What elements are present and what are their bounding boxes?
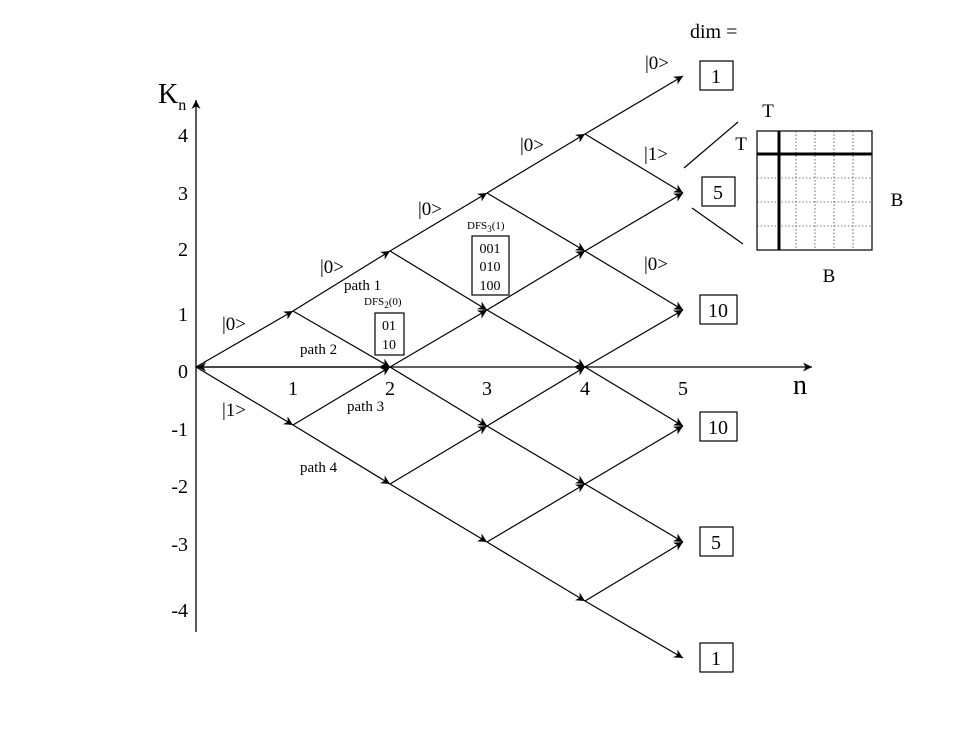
dfs2-box: DFS2(0) 01 10 [364,296,405,356]
y-tick: 3 [178,183,188,205]
edge [389,250,488,311]
dim-label: dim = [690,21,737,43]
edge [486,192,586,252]
svg-text:10: 10 [708,300,728,322]
edge [486,483,586,543]
edge [584,250,684,311]
edge [584,75,684,135]
dim-box: 10 [699,411,738,442]
edge [486,309,586,368]
edge [195,310,294,368]
edge [292,424,391,485]
state-label: |0> [418,199,442,220]
block-matrix: T T B B [735,101,903,287]
y-tick: 4 [178,125,188,147]
dfs3-title: DFS3(1) [467,220,505,234]
state-label: |0> [644,254,668,275]
state-label: |0> [320,257,344,278]
edge [486,425,586,485]
path-label: path 2 [300,342,337,358]
edge [584,425,684,485]
dfs2-row: 10 [382,338,396,353]
dfs2-row: 01 [382,319,396,334]
dfs2-title: DFS2(0) [364,296,402,310]
dim-box: 5 [701,176,736,207]
dim-box: 5 [699,526,734,557]
edge [486,366,586,427]
edge [584,600,684,659]
matrix-top-label: T [762,101,774,122]
edge [292,366,391,426]
y-axis-label: Kn [158,79,186,114]
x-tick: 1 [288,378,298,400]
matrix-left-label: T [735,134,747,155]
x-axis-label: n [793,370,807,401]
svg-text:10: 10 [708,417,728,439]
edge [584,192,684,252]
edge [292,250,391,312]
y-tick: 1 [178,304,188,326]
state-label: |0> [520,135,544,156]
y-tick: -2 [171,476,188,498]
dfs3-row: 001 [480,242,501,257]
y-tick: -4 [171,600,188,622]
dim-box: 1 [699,642,734,673]
x-tick: 4 [580,378,590,400]
edge [486,250,586,311]
edge [389,309,488,368]
edge [292,310,391,368]
svg-text:5: 5 [713,182,723,204]
matrix-bottom-label: B [823,266,836,287]
lattice-edges [195,75,684,659]
dfs3-row: 010 [480,260,501,275]
dim-box: 1 [699,60,734,91]
edge [389,483,488,543]
path-label: path 3 [347,399,384,415]
edge [389,425,488,485]
x-tick: 3 [482,378,492,400]
edge [584,366,684,427]
edge [486,541,586,602]
callout-line [691,207,744,245]
callout-line [683,121,739,169]
x-tick: 2 [385,378,395,400]
y-tick: 0 [178,361,188,383]
state-label: |0> [222,314,246,335]
x-tick: 5 [678,378,688,400]
y-axis-label-sub: n [178,97,186,114]
state-label: |0> [645,53,669,74]
path-label: path 4 [300,460,338,476]
edge [389,366,488,427]
edge [195,366,294,426]
dim-box: 10 [699,294,738,325]
edge [584,541,684,602]
y-axis-label-main: K [158,79,178,110]
dfs3-row: 100 [480,279,501,294]
matrix-right-label: B [891,190,904,211]
y-tick: -3 [171,534,188,556]
state-label: |1> [644,144,668,165]
edge [584,133,684,194]
path-label: path 1 [344,278,381,294]
svg-text:5: 5 [711,532,721,554]
edge [486,133,586,194]
edge [584,483,684,543]
edge [389,192,488,252]
edge [584,309,684,368]
y-tick: -1 [171,419,188,441]
state-label: |1> [222,400,246,421]
y-tick: 2 [178,239,188,261]
svg-text:1: 1 [711,648,721,670]
dfs3-box: DFS3(1) 001 010 100 [467,220,510,296]
svg-text:1: 1 [711,66,721,88]
